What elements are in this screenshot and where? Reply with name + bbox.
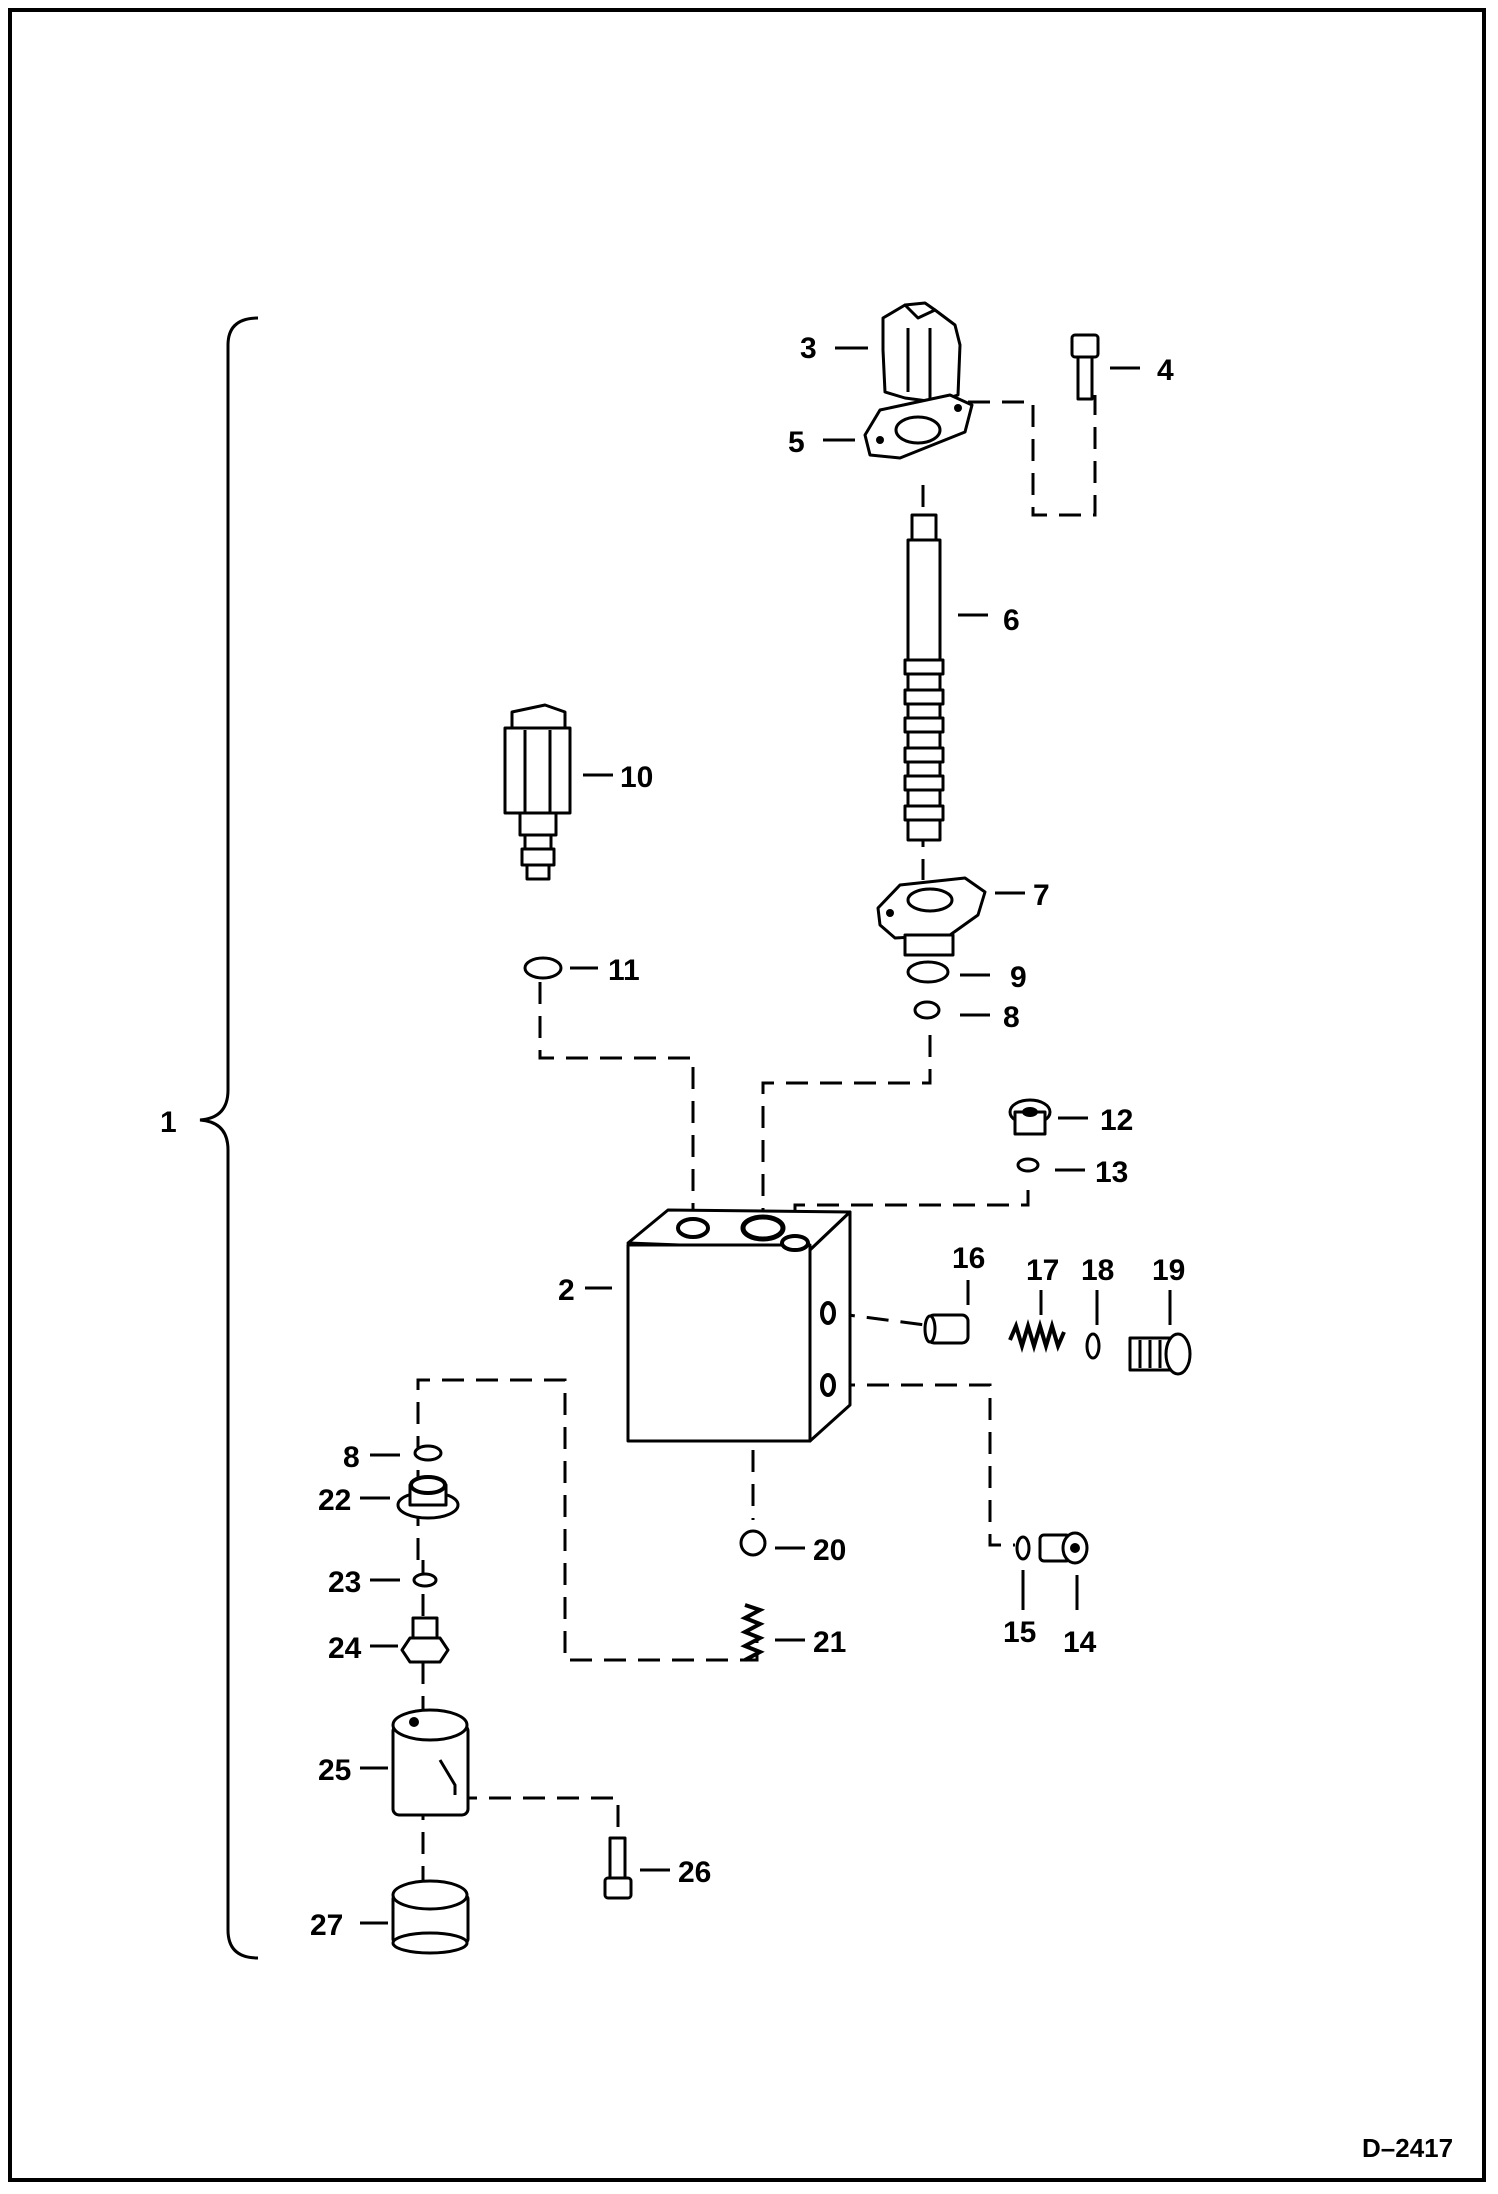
o-ring-lower-part — [412, 1572, 438, 1588]
end-cap-part — [876, 876, 987, 957]
adapter-fitting-part — [400, 1616, 450, 1664]
callout-22: 22 — [318, 1484, 351, 1517]
relief-valve-part — [503, 703, 572, 881]
poppet-part — [923, 1313, 970, 1345]
callout-11: 11 — [608, 954, 640, 987]
drawing-code: D–2417 — [1362, 2133, 1453, 2163]
callout-13: 13 — [1095, 1156, 1128, 1189]
line-spool-port — [761, 1035, 932, 1215]
callout-15: 15 — [1003, 1616, 1036, 1649]
lower-handle-part — [391, 1708, 470, 1817]
callout-8-lower: 8 — [343, 1441, 360, 1474]
callout-6: 6 — [1003, 604, 1020, 637]
callout-3: 3 — [800, 332, 817, 365]
o-ring-plug-top-part — [1016, 1157, 1040, 1173]
o-ring-plug-side-part — [1015, 1535, 1031, 1561]
callout-2: 2 — [558, 1274, 575, 1307]
callout-18: 18 — [1081, 1254, 1114, 1287]
diagram-border — [8, 8, 1486, 2182]
callout-27: 27 — [310, 1909, 343, 1942]
callout-9: 9 — [1010, 961, 1027, 994]
o-ring-end-cap-part — [906, 960, 950, 984]
handle-part — [881, 301, 962, 404]
plug-fitting-part — [1128, 1332, 1192, 1376]
spring-side-part — [1008, 1319, 1066, 1353]
callout-16: 16 — [952, 1242, 985, 1275]
o-ring-relief-part — [523, 956, 563, 980]
line-relief-port — [538, 982, 695, 1220]
callout-14: 14 — [1063, 1626, 1097, 1659]
valve-body-part — [626, 1208, 852, 1443]
callout-1: 1 — [160, 1106, 177, 1139]
callout-24: 24 — [328, 1632, 362, 1665]
plug-top-part — [1008, 1098, 1052, 1136]
spring-bottom-part — [740, 1603, 766, 1662]
callout-25: 25 — [318, 1754, 351, 1787]
callout-8: 8 — [1003, 1001, 1020, 1034]
callout-17: 17 — [1026, 1254, 1059, 1287]
callout-7: 7 — [1033, 879, 1050, 912]
o-ring-side-part — [1085, 1332, 1101, 1360]
callout-5: 5 — [788, 426, 805, 459]
callout-12: 12 — [1100, 1104, 1133, 1137]
o-ring-lower-top-part — [413, 1444, 443, 1462]
ball-part — [739, 1529, 767, 1557]
gasket-part — [863, 393, 974, 460]
o-ring-small-part — [913, 1000, 941, 1020]
callout-23: 23 — [328, 1566, 361, 1599]
cap-screw-top-part — [1070, 333, 1100, 401]
callout-20: 20 — [813, 1534, 846, 1567]
spool-part — [903, 513, 945, 842]
plug-side-part — [1038, 1531, 1089, 1565]
bushing-part — [391, 1879, 470, 1955]
cap-screw-lower-part — [603, 1836, 633, 1900]
assembly-brace — [199, 316, 259, 1960]
line-lower-assembly — [416, 1378, 759, 1662]
line-lower-screw — [455, 1796, 620, 1830]
callout-26: 26 — [678, 1856, 711, 1889]
callout-19: 19 — [1152, 1254, 1185, 1287]
line-handle-screw — [968, 395, 1097, 517]
line-side-lower — [833, 1383, 1015, 1547]
callout-4: 4 — [1157, 354, 1174, 387]
callout-21: 21 — [813, 1626, 846, 1659]
washer-cap-part — [396, 1475, 460, 1520]
callout-10: 10 — [620, 761, 653, 794]
